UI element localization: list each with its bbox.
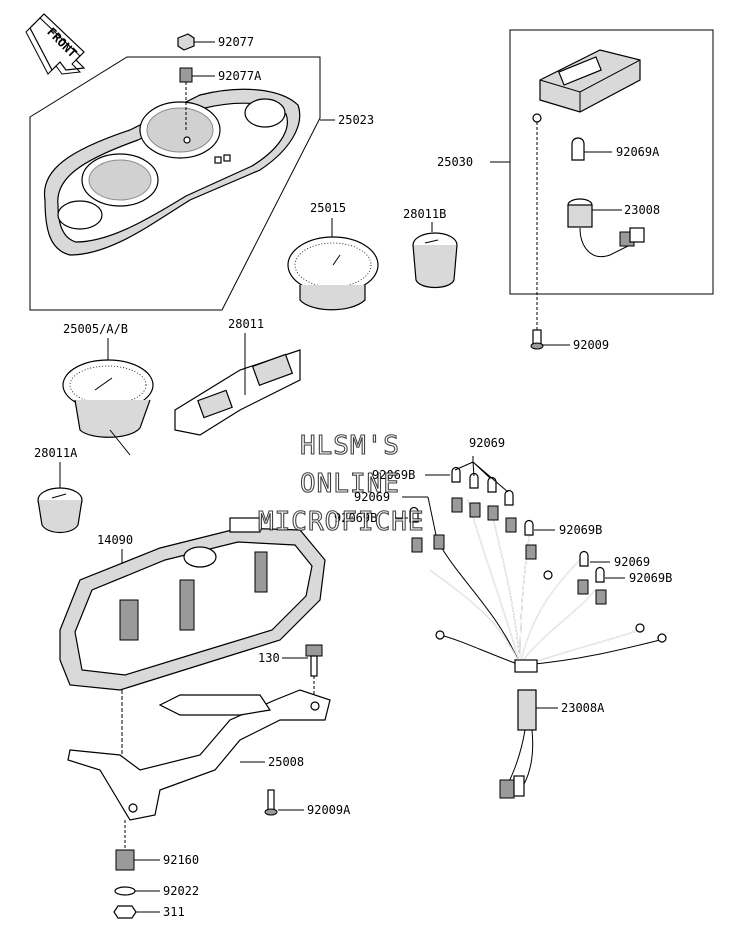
label-92077A: 92077A [218, 69, 262, 83]
label-92009: 92009 [573, 338, 609, 352]
label-14090: 14090 [97, 533, 133, 547]
label-92069A: 92069A [616, 145, 660, 159]
label-25008: 25008 [268, 755, 304, 769]
label-92069B-2: 92069B [334, 511, 377, 525]
label-92069B-3: 92069B [559, 523, 602, 537]
part-92069A: 92069A [571, 137, 660, 161]
label-23008A: 23008A [561, 701, 605, 715]
meter-panel-cover [43, 88, 301, 256]
part-28011A: 28011A [34, 446, 83, 534]
label-28011: 28011 [228, 317, 264, 331]
part-130: 130 [258, 644, 323, 705]
part-92009A: 92009A [264, 789, 351, 817]
part-92077A: 92077A [179, 67, 262, 130]
label-23008: 23008 [624, 203, 660, 217]
label-92009A: 92009A [307, 803, 351, 817]
label-92022: 92022 [163, 884, 199, 898]
label-28011A: 28011A [34, 446, 78, 460]
part-311: 311 [113, 905, 185, 919]
part-28011: 28011 [174, 317, 301, 436]
watermark: HLSM'S ONLINE MICROFICHE [257, 430, 425, 537]
watermark-line-1: HLSM'S [300, 431, 400, 461]
part-23008: 23008 [567, 198, 660, 258]
cluster-box [29, 56, 335, 311]
label-92069-top: 92069 [469, 436, 505, 450]
label-92069B-1: 92069B [372, 468, 415, 482]
label-25023: 25023 [338, 113, 374, 127]
harness-bulbs [409, 466, 607, 605]
part-25008: 25008 [67, 689, 331, 848]
part-28011B: 28011B [403, 207, 458, 289]
label-92069-3: 92069 [614, 555, 650, 569]
part-92160: 92160 [115, 849, 199, 871]
part-23008A-harness: 23008A [429, 499, 667, 799]
label-311: 311 [163, 905, 185, 919]
label-25030: 25030 [437, 155, 473, 169]
front-arrow: FRONT [25, 13, 86, 75]
label-28011B: 28011B [403, 207, 446, 221]
label-25015: 25015 [310, 201, 346, 215]
label-130: 130 [258, 651, 280, 665]
part-92077: 92077 [177, 33, 254, 51]
part-25005: 25005/A/B [62, 322, 154, 456]
part-92022: 92022 [114, 884, 199, 898]
label-92069-2: 92069 [354, 490, 390, 504]
watermark-line-3: MICROFICHE [258, 507, 425, 537]
part-92009: 92009 [530, 329, 609, 352]
label-92069B-4: 92069B [629, 571, 672, 585]
part-25015: 25015 [287, 201, 379, 311]
harness-leaders [395, 456, 625, 579]
indicator-box: 25030 [437, 29, 714, 330]
watermark-line-2: ONLINE [300, 469, 400, 499]
label-25005: 25005/A/B [63, 322, 128, 336]
label-92077: 92077 [218, 35, 254, 49]
part-14090: 14090 [59, 517, 326, 760]
label-92160: 92160 [163, 853, 199, 867]
